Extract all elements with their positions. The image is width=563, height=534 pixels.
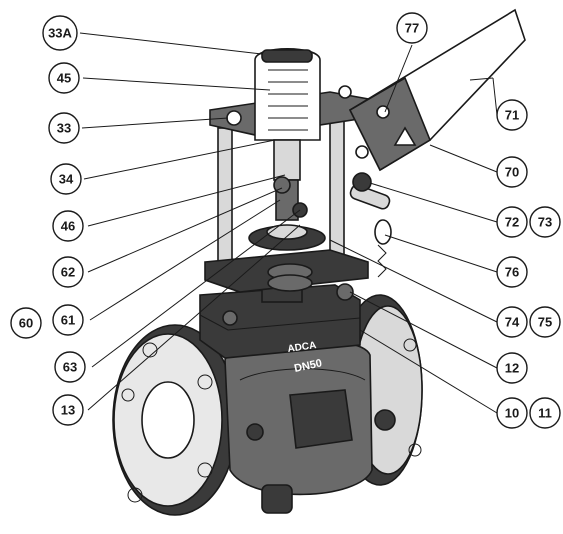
callout-circle [10,307,42,339]
body-logo-mark: ADCA [287,340,317,355]
callout-circle [396,12,428,44]
callout-circle [52,210,84,242]
callout-63: 63 [54,351,86,383]
callout-number: 45 [57,71,71,86]
callout-circle [50,163,82,195]
callout-circle [54,351,86,383]
callout-circle [52,304,84,336]
callout-circle [529,306,561,338]
callout-73: 73 [529,206,561,238]
leader-10 [359,329,498,414]
callout-number: 72 [505,215,519,230]
callout-74: 74 [496,306,528,338]
body-size-mark: DN50 [293,357,323,375]
callout-46: 46 [52,210,84,242]
lever-assembly [273,8,526,278]
callout-circle [48,112,80,144]
callout-number: 62 [61,265,75,280]
callout-45: 45 [48,62,80,94]
callout-circle [496,256,528,288]
callout-number: 13 [61,403,75,418]
callout-number: 76 [505,265,519,280]
callout-11: 11 [529,397,561,429]
callout-number: 12 [505,361,519,376]
callout-number: 61 [61,313,75,328]
callout-number: 34 [59,172,74,187]
callout-number: 33A [48,26,72,41]
callout-number: 63 [63,360,77,375]
callout-60: 60 [10,307,42,339]
leader-61 [89,199,281,321]
callout-circle [42,15,78,51]
callout-61: 61 [52,304,84,336]
callout-number: 10 [505,406,519,421]
leader-71-b [469,77,494,81]
yoke-assembly [204,47,386,293]
leader-12 [349,291,498,369]
leader-34 [83,139,276,180]
leader-71 [492,77,498,116]
callout-circle [496,397,528,429]
callout-circle [496,99,528,131]
callout-circle [529,397,561,429]
leader-72 [369,182,498,223]
callout-circle [52,256,84,288]
leader-70 [429,144,498,173]
callout-circle [48,62,80,94]
callout-33: 33 [48,112,80,144]
callout-71: 71 [496,99,528,131]
callout-labels: 33A 45 33 34 46 62 61 60 63 13 77 71 70 72 73 76 74 75 12 1… [10,12,561,429]
callout-number: 70 [505,165,519,180]
callout-circle [496,206,528,238]
leader-77 [384,44,413,113]
callout-number: 73 [538,215,552,230]
leader-46 [87,174,286,227]
callout-circle [496,156,528,188]
callout-62: 62 [52,256,84,288]
callout-number: 77 [405,21,419,36]
callout-circle [529,206,561,238]
callout-13: 13 [52,394,84,426]
callout-circle [496,352,528,384]
leader-74 [329,239,498,323]
callout-number: 11 [538,406,552,421]
callout-number: 74 [505,315,520,330]
leader-62 [87,187,283,273]
leader-63 [91,209,301,368]
callout-circle [496,306,528,338]
callout-77: 77 [396,12,428,44]
callout-circle [52,394,84,426]
leader-33 [81,117,229,129]
callout-72: 72 [496,206,528,238]
leader-76 [384,234,498,273]
callout-75: 75 [529,306,561,338]
callout-number: 60 [19,316,33,331]
callout-number: 33 [57,121,71,136]
callout-12: 12 [496,352,528,384]
valve-body [112,279,423,516]
callout-10: 10 [496,397,528,429]
callout-70: 70 [496,156,528,188]
leader-13 [87,224,301,411]
callout-76: 76 [496,256,528,288]
leader-45 [82,77,271,91]
callout-34: 34 [50,163,82,195]
leader-33A [79,32,263,55]
callout-number: 46 [61,219,75,234]
callout-number: 75 [538,315,552,330]
leader-lines [79,32,498,414]
callout-33A: 33A [42,15,78,51]
callout-number: 71 [505,108,519,123]
